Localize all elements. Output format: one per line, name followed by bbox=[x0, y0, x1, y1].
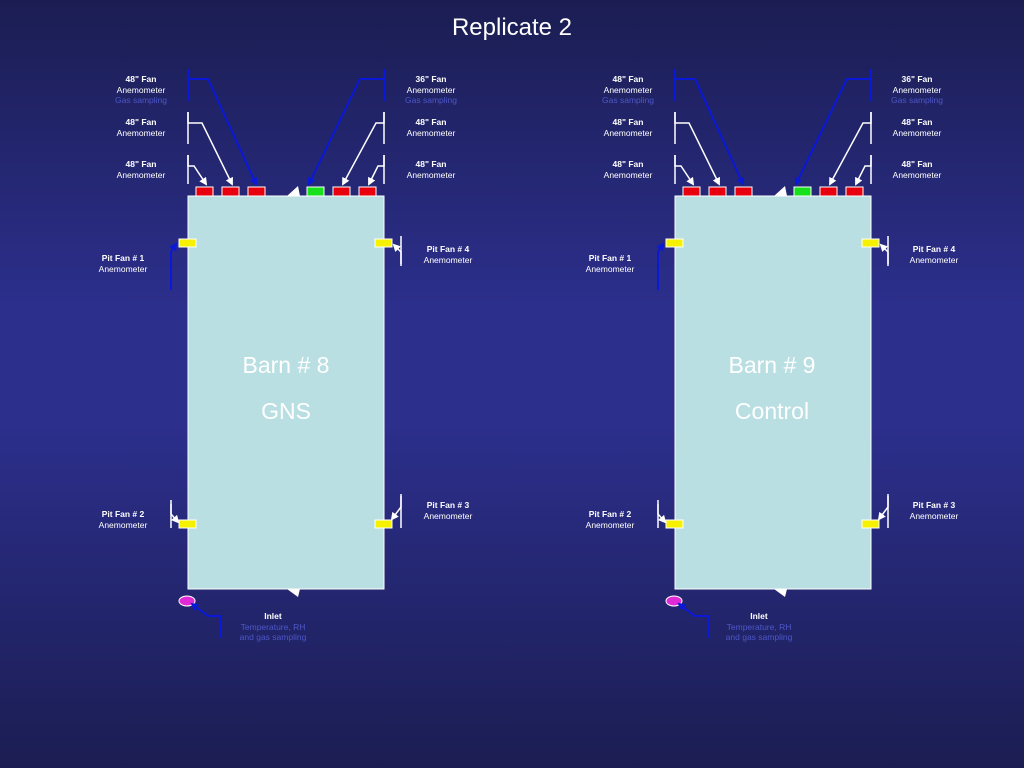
pit-fan-1 bbox=[178, 238, 197, 248]
barn-8-title: Barn # 8 GNS bbox=[188, 342, 384, 434]
door-notch-top bbox=[287, 186, 300, 196]
pit-fan-3 bbox=[374, 519, 393, 529]
pit-fan-1-line bbox=[656, 242, 665, 290]
fan36-gas-sampling-label: 36" Fan Anemometer Gas sampling bbox=[405, 74, 457, 105]
fan-48-4 bbox=[332, 186, 351, 197]
fan48-low-right-label: 48" Fan Anemometer bbox=[406, 159, 456, 180]
pit-fan-2 bbox=[665, 519, 684, 529]
pit-fan-1-label: Pit Fan # 1 Anemometer bbox=[585, 253, 635, 274]
barn-9-schematic bbox=[656, 69, 889, 638]
pit-fan-4-label: Pit Fan # 4 Anemometer bbox=[423, 244, 473, 265]
fan48-mid-left-label: 48" Fan Anemometer bbox=[116, 117, 166, 138]
pit-fan-2 bbox=[178, 519, 197, 529]
pit-fan-4 bbox=[374, 238, 393, 248]
fan-48-1 bbox=[195, 186, 214, 197]
barn-body bbox=[187, 195, 385, 590]
fan-48-2 bbox=[221, 186, 240, 197]
inlet-line bbox=[190, 602, 222, 638]
fan36-gas-sampling-label: 36" Fan Anemometer Gas sampling bbox=[891, 74, 943, 105]
pit-fan-1 bbox=[665, 238, 684, 248]
fan48-mid-left-label: 48" Fan Anemometer bbox=[603, 117, 653, 138]
barn-name: Barn # 9 bbox=[728, 352, 816, 378]
barn-treatment: Control bbox=[734, 398, 810, 424]
door-notch-bottom bbox=[287, 589, 300, 597]
fan-48-5 bbox=[358, 186, 377, 197]
slide-title: Replicate 2 bbox=[451, 14, 573, 41]
inlet-label: Inlet Temperature, RH and gas sampling bbox=[725, 611, 793, 642]
fan48-gas-sampling-label: 48" Fan Anemometer Gas sampling bbox=[115, 74, 167, 105]
pit-fan-1-line bbox=[169, 242, 178, 290]
pit-fan-3 bbox=[861, 519, 880, 529]
gas-line-36-fan bbox=[795, 69, 872, 186]
fan-48-3 bbox=[247, 186, 266, 197]
fan-36 bbox=[793, 186, 812, 197]
fan48-mid-right-label: 48" Fan Anemometer bbox=[406, 117, 456, 138]
gas-line-36-fan bbox=[308, 69, 385, 186]
fan-36 bbox=[306, 186, 325, 197]
inlet-label: Inlet Temperature, RH and gas sampling bbox=[239, 611, 307, 642]
fan48-mid-right-label: 48" Fan Anemometer bbox=[892, 117, 942, 138]
fan48-low-left-label: 48" Fan Anemometer bbox=[116, 159, 166, 180]
pit-fan-4 bbox=[861, 238, 880, 248]
fan-48-4 bbox=[819, 186, 838, 197]
fan48-low-left-label: 48" Fan Anemometer bbox=[603, 159, 653, 180]
barn-9-title: Barn # 9 Control bbox=[674, 342, 870, 434]
pit-fan-2-label: Pit Fan # 2 Anemometer bbox=[585, 509, 635, 530]
inlet-line bbox=[677, 602, 709, 638]
fan48-low-right-label: 48" Fan Anemometer bbox=[892, 159, 942, 180]
barn-name: Barn # 8 bbox=[242, 352, 330, 378]
barn-8-schematic bbox=[169, 69, 402, 638]
pit-fan-2-label: Pit Fan # 2 Anemometer bbox=[98, 509, 148, 530]
fan-48-1 bbox=[682, 186, 701, 197]
fan-48-5 bbox=[845, 186, 864, 197]
gas-line-48-fan bbox=[674, 76, 745, 186]
fan-48-3 bbox=[734, 186, 753, 197]
door-notch-top bbox=[774, 186, 787, 196]
barn-body bbox=[674, 195, 872, 590]
fan48-gas-sampling-label: 48" Fan Anemometer Gas sampling bbox=[602, 74, 654, 105]
pit-fan-1-label: Pit Fan # 1 Anemometer bbox=[98, 253, 148, 274]
pit-fan-3-label: Pit Fan # 3 Anemometer bbox=[423, 500, 473, 521]
pit-fan-4-label: Pit Fan # 4 Anemometer bbox=[909, 244, 959, 265]
pit-fan-3-label: Pit Fan # 3 Anemometer bbox=[909, 500, 959, 521]
fan-48-2 bbox=[708, 186, 727, 197]
gas-line-48-fan bbox=[187, 76, 258, 186]
barn-treatment: GNS bbox=[261, 398, 311, 424]
door-notch-bottom bbox=[774, 589, 787, 597]
